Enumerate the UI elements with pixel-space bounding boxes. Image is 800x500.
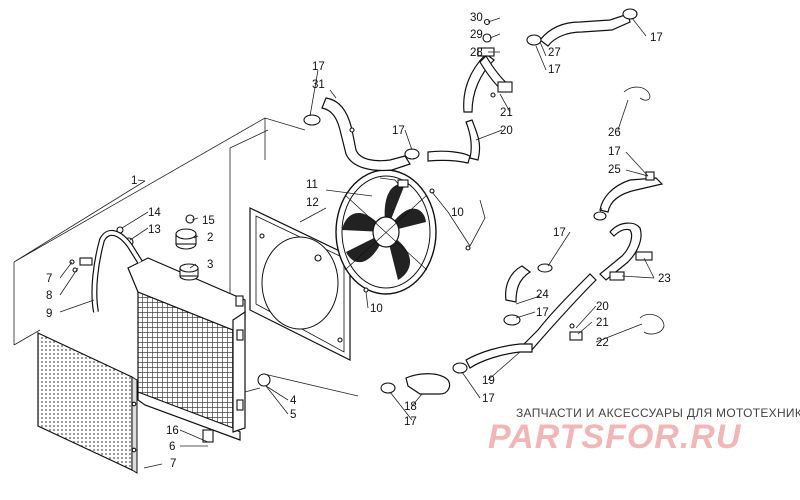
callout-24: 24: [536, 289, 549, 301]
callout-17-top: 17: [548, 64, 561, 76]
right-side-hoses: [503, 86, 665, 353]
callout-17-right: 17: [608, 146, 621, 158]
radiator-screen: [37, 332, 138, 474]
callout-6: 6: [169, 441, 175, 453]
callout-2: 2: [207, 232, 213, 244]
callout-17-rightlow: 17: [536, 307, 549, 319]
watermark-tagline: ЗАПЧАСТИ И АКСЕССУАРЫ ДЛЯ МОТОТЕХНИКИ: [516, 406, 800, 420]
callout-29: 29: [470, 29, 483, 41]
cooling-fan: [335, 169, 437, 295]
callout-17-rightmid: 17: [553, 227, 566, 239]
callout-19: 19: [482, 375, 495, 387]
watermark: ЗАПЧАСТИ И АКСЕССУАРЫ ДЛЯ МОТОТЕХНИКИ PA…: [488, 406, 800, 456]
callout-17-mid: 17: [392, 125, 405, 137]
radiator-cap: [116, 214, 197, 250]
callout-25: 25: [608, 164, 621, 176]
watermark-logo: PARTSFOR.RU: [488, 418, 742, 456]
callout-21b: 21: [596, 317, 609, 329]
fan-shroud: [249, 207, 351, 361]
callout-13: 13: [148, 224, 161, 236]
callout-27: 27: [548, 47, 561, 59]
callout-8: 8: [46, 290, 52, 302]
callout-11: 11: [306, 179, 318, 191]
callout-26: 26: [608, 127, 621, 139]
callout-20b: 20: [596, 301, 609, 313]
upper-hose: [303, 97, 411, 172]
callout-18: 18: [404, 401, 417, 413]
callout-3: 3: [207, 259, 213, 271]
callout-1: 1: [131, 175, 137, 187]
callout-7b: 7: [170, 458, 176, 470]
thermostat-hoses: [427, 8, 638, 164]
callout-12: 12: [306, 197, 319, 209]
callout-7a: 7: [46, 273, 52, 285]
callout-17-lower: 17: [482, 393, 495, 405]
callout-10b: 10: [370, 303, 383, 315]
callout-17-topright: 17: [650, 32, 663, 44]
lower-hoses: [244, 343, 533, 395]
callout-17-upper: 17: [312, 61, 325, 73]
bolts: [363, 188, 471, 293]
callout-22: 22: [596, 337, 609, 349]
callout-9: 9: [46, 308, 52, 320]
callout-14: 14: [148, 207, 161, 219]
leader-lines: [59, 17, 655, 469]
callout-15: 15: [202, 215, 215, 227]
callout-17-bottom: 17: [404, 416, 417, 428]
callout-28: 28: [470, 47, 483, 59]
callout-4: 4: [290, 395, 297, 407]
callout-23: 23: [658, 273, 671, 285]
hose-clamp: [404, 148, 420, 160]
callout-16: 16: [166, 425, 179, 437]
callout-31: 31: [312, 79, 325, 91]
callout-10a: 10: [451, 207, 464, 219]
callout-21a: 21: [500, 107, 513, 119]
callout-30: 30: [470, 12, 483, 24]
callout-labels: 1 2 3 4 5 6 7 7 8 9 10 10 11 12 13 14 15…: [46, 12, 671, 470]
radiator: [127, 257, 246, 443]
callout-5: 5: [290, 409, 296, 421]
callout-20a: 20: [500, 125, 513, 137]
